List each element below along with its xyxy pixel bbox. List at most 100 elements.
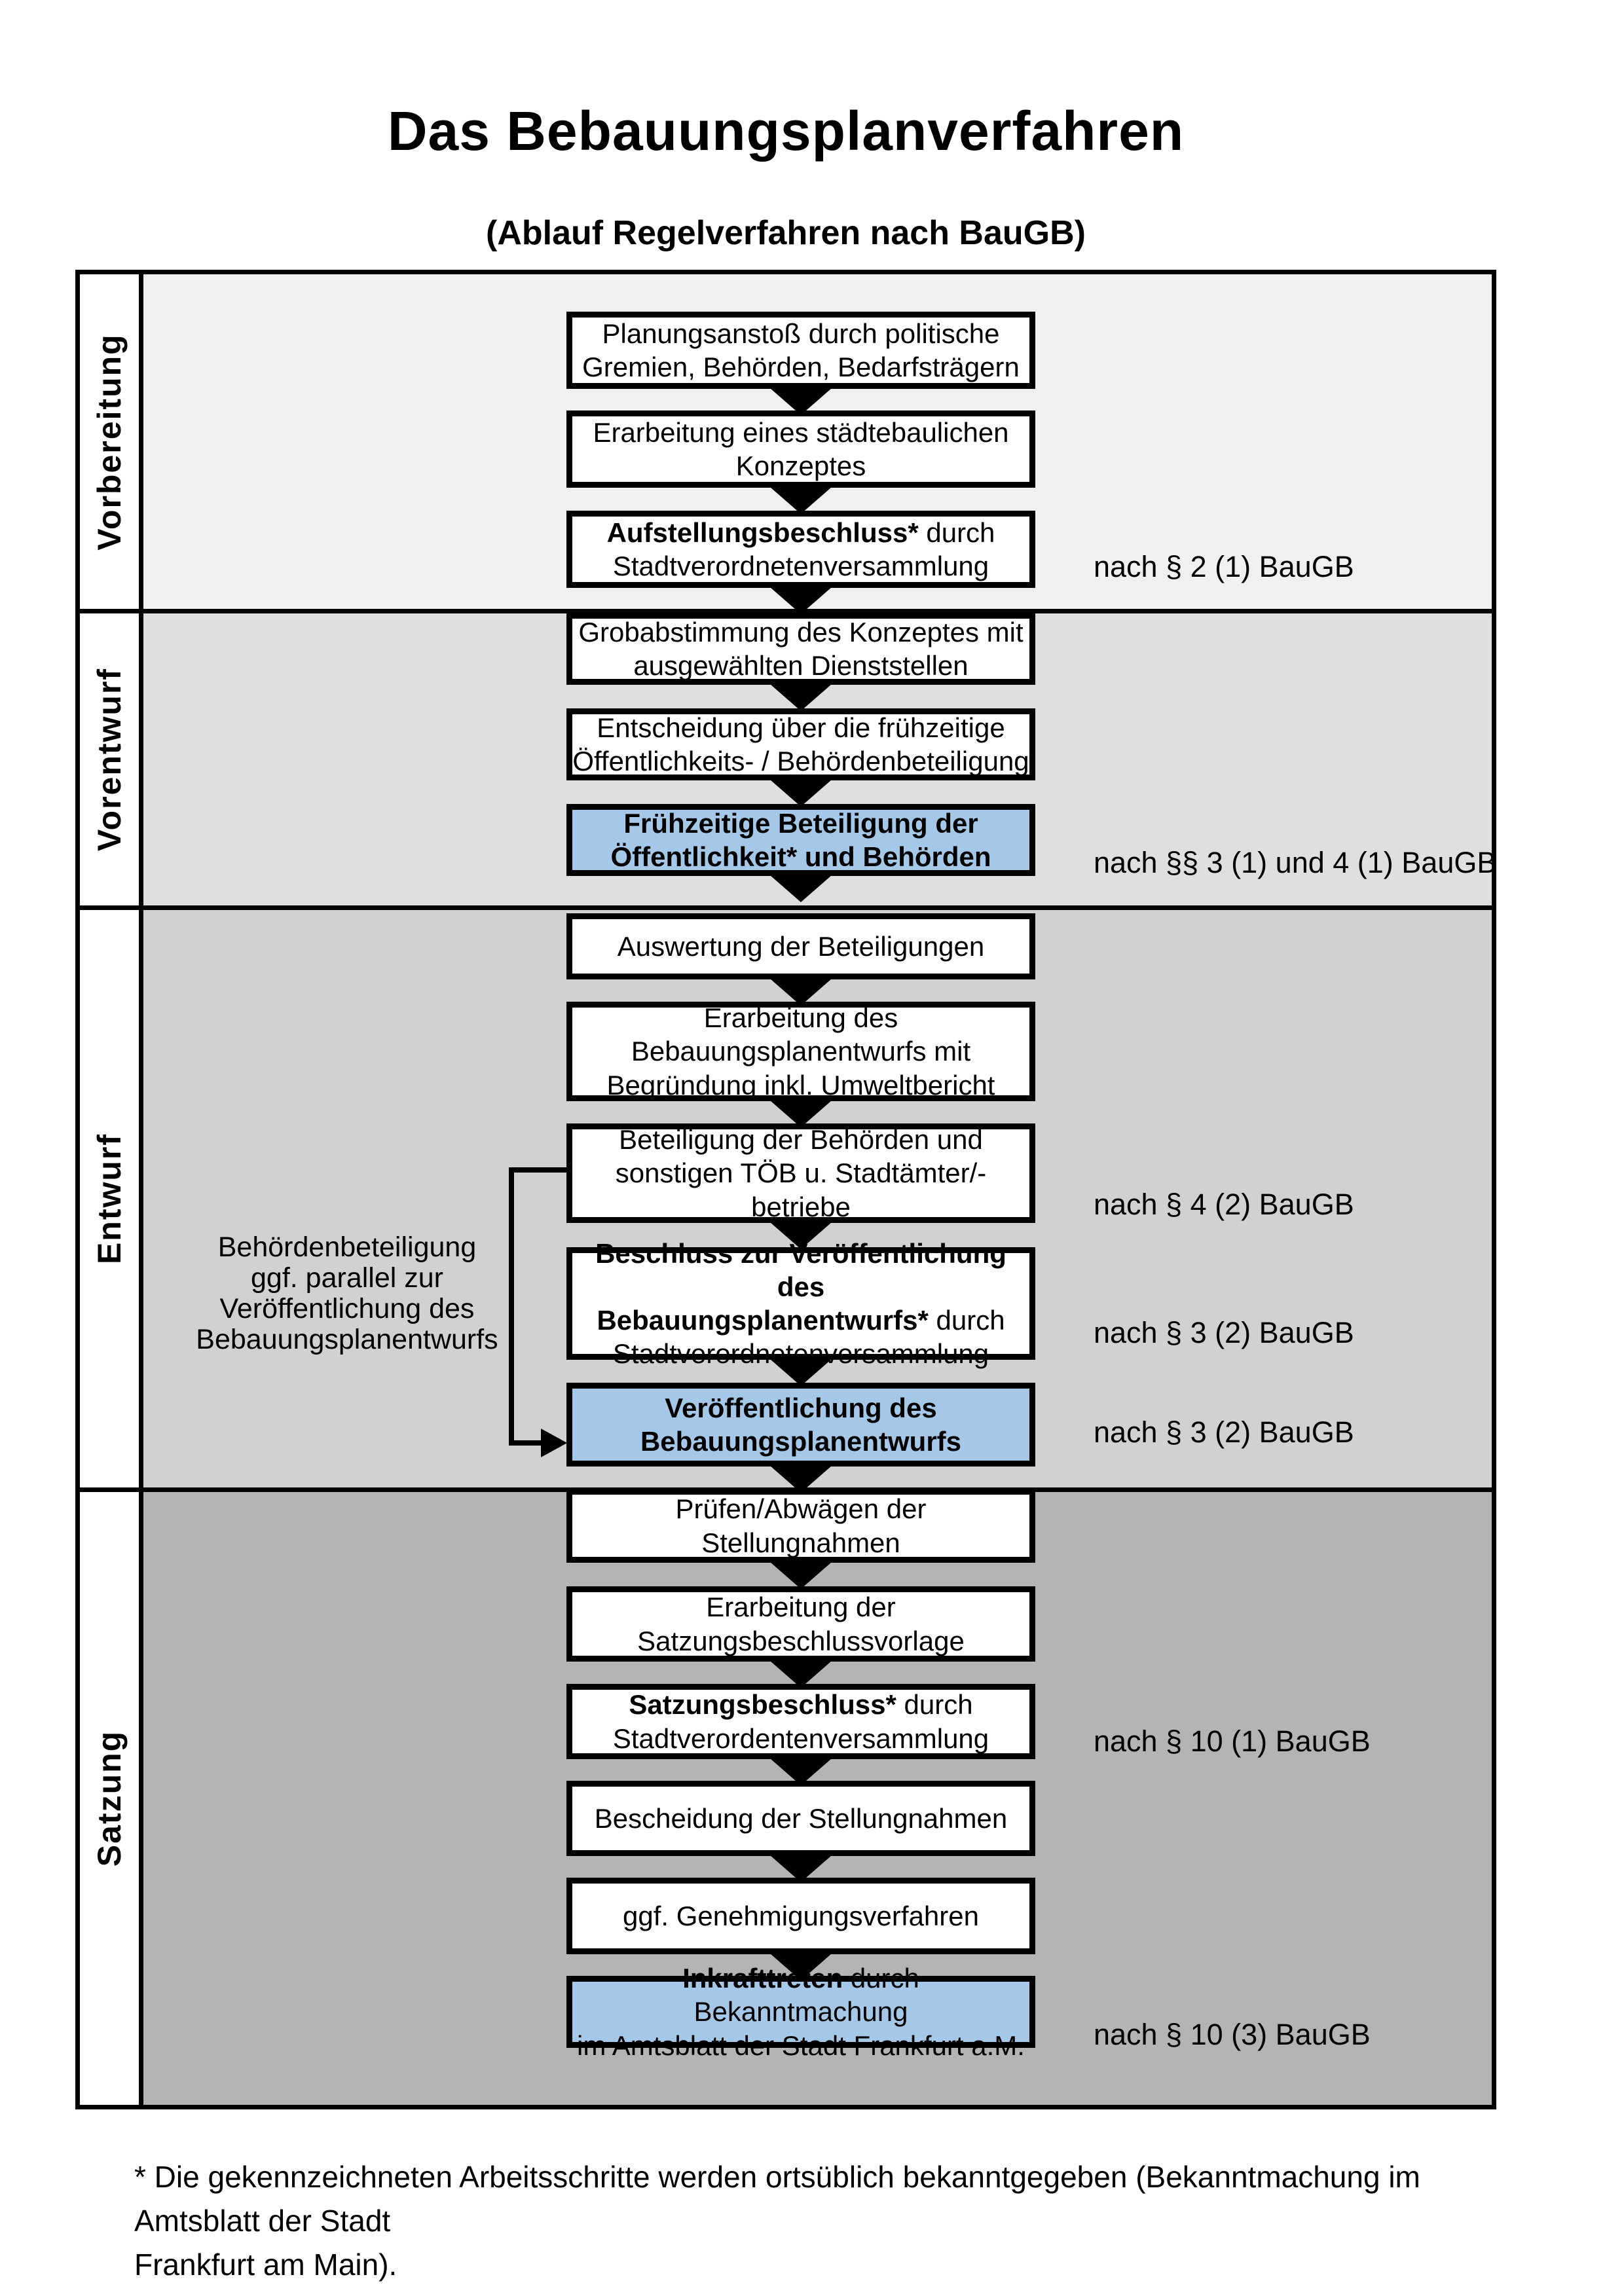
process-box-line: Bescheidung der Stellungnahmen xyxy=(572,1802,1029,1835)
process-box-line: Stadtverordnetenversammlung xyxy=(572,549,1029,583)
process-box-line: ausgewählten Dienststellen xyxy=(572,649,1029,682)
connector-arrowhead-icon xyxy=(541,1429,567,1457)
phase-label-cell-vorentwurf: Vorentwurf xyxy=(80,613,143,905)
process-box-text: Bescheidung der Stellungnahmen xyxy=(594,1802,1008,1834)
process-box-text: Begründung inkl. Umweltbericht xyxy=(606,1069,995,1101)
process-box-text: Stadtverordnetenversammlung xyxy=(612,551,989,581)
legal-reference-note-5: nach § 3 (2) BauGB xyxy=(1094,1415,1354,1449)
process-box-line: Entscheidung über die frühzeitige xyxy=(572,711,1029,744)
flow-arrow-down-icon xyxy=(765,583,837,614)
process-box-line: Veröffentlichung des xyxy=(572,1391,1029,1425)
connector-line-vertical xyxy=(509,1167,514,1446)
process-box-text: Konzeptes xyxy=(735,450,866,481)
process-box-text-bold: Satzungsbeschluss* xyxy=(629,1689,896,1721)
process-box-line: Beteiligung der Behörden und xyxy=(572,1123,1029,1156)
process-box-text: Öffentlichkeits- / Behördenbeteiligung xyxy=(572,746,1029,776)
process-box-text: ausgewählten Dienststellen xyxy=(633,650,969,681)
process-box-line: Bebauungsplanentwurfs xyxy=(572,1425,1029,1458)
process-box-line: Erarbeitung der xyxy=(572,1590,1029,1624)
process-box-text: Gremien, Behörden, Bedarfsträgern xyxy=(582,352,1020,382)
process-box-line: Beschluss zur Veröffentlichung des xyxy=(572,1237,1029,1303)
process-box-text: durch Bekanntmachung xyxy=(693,1963,919,2028)
process-box-text: durch xyxy=(928,1305,1005,1336)
process-box-text: Erarbeitung der xyxy=(706,1592,896,1623)
flow-arrow-down-icon xyxy=(765,1218,837,1249)
phase-label-vorbereitung: Vorbereitung xyxy=(91,333,128,551)
flow-arrow-down-icon xyxy=(765,1851,837,1882)
process-box-text: ggf. Genehmigungsverfahren xyxy=(622,1900,979,1931)
process-box-line: Prüfen/Abwägen der Stellungnahmen xyxy=(572,1492,1029,1559)
flow-arrow-down-icon xyxy=(765,1949,837,1980)
flow-arrow-down-icon xyxy=(765,1461,837,1493)
parallel-procedure-note-line: ggf. parallel zur xyxy=(251,1262,443,1294)
page-title: Das Bebauungsplanverfahren xyxy=(387,100,1185,162)
legal-reference-note-6: nach § 10 (1) BauGB xyxy=(1094,1724,1371,1758)
flow-arrow-down-icon xyxy=(765,1656,837,1688)
process-box-line: Gremien, Behörden, Bedarfsträgern xyxy=(572,350,1029,384)
process-box-line: Satzungsbeschluss* durch xyxy=(572,1688,1029,1721)
process-box-text: Bebauungsplanentwurfs mit xyxy=(631,1036,971,1067)
footnote-line: Frankfurt am Main). xyxy=(134,2248,397,2282)
footnote: * Die gekennzeichneten Arbeitsschritte w… xyxy=(134,2155,1529,2287)
flow-arrow-down-icon xyxy=(765,384,837,415)
phase-label-satzung: Satzung xyxy=(91,1730,128,1867)
process-box-line: Konzeptes xyxy=(572,449,1029,483)
process-box-text: Stadtverordentenversammlung xyxy=(612,1722,989,1754)
flow-arrow-down-icon xyxy=(765,974,837,1006)
legal-reference-note-4: nach § 3 (2) BauGB xyxy=(1094,1316,1354,1349)
process-box-line: Bebauungsplanentwurfs mit xyxy=(572,1034,1029,1068)
process-box-line: Frühzeitige Beteiligung der xyxy=(572,807,1029,840)
flow-arrow-down-icon xyxy=(765,483,837,514)
process-box-text: im Amtsblatt der Stadt Frankfurt a.M. xyxy=(577,2030,1025,2061)
flow-arrow-down-icon xyxy=(765,680,837,711)
process-box-text: Satzungsbeschlussvorlage xyxy=(637,1625,965,1656)
flow-arrow-down-icon xyxy=(765,871,837,902)
process-box-line: Erarbeitung des xyxy=(572,1001,1029,1034)
flow-arrow-down-icon xyxy=(765,1355,837,1386)
page-subtitle: (Ablauf Regelverfahren nach BauGB) xyxy=(486,214,1086,252)
process-box-line: Erarbeitung eines städtebaulichen xyxy=(572,416,1029,449)
phase-label-cell-entwurf: Entwurf xyxy=(80,910,143,1487)
process-box-15: Bescheidung der Stellungnahmen xyxy=(566,1781,1035,1856)
legal-reference-note-1: nach § 2 (1) BauGB xyxy=(1094,550,1354,583)
process-box-text-bold: Frühzeitige Beteiligung der xyxy=(623,807,978,839)
phase-label-vorentwurf: Vorentwurf xyxy=(91,667,128,852)
process-box-text-bold: Veröffentlichung des xyxy=(665,1392,937,1423)
process-box-text: Prüfen/Abwägen der Stellungnahmen xyxy=(675,1493,927,1558)
process-box-line: Stadtverordentenversammlung xyxy=(572,1722,1029,1755)
flow-arrow-down-icon xyxy=(765,1558,837,1589)
process-box-line: Aufstellungsbeschluss* durch xyxy=(572,516,1029,549)
process-box-text-bold: Öffentlichkeit* und Behörden xyxy=(610,841,991,872)
process-box-line: Öffentlichkeits- / Behördenbeteiligung xyxy=(572,744,1029,778)
process-box-text-bold: Bebauungsplanentwurfs* xyxy=(597,1305,929,1336)
process-box-line: Satzungsbeschlussvorlage xyxy=(572,1624,1029,1658)
process-box-line: Bebauungsplanentwurfs* durch xyxy=(572,1303,1029,1337)
process-box-text: sonstigen TÖB u. Stadtämter/-betriebe xyxy=(615,1157,987,1222)
legal-reference-note-7: nach § 10 (3) BauGB xyxy=(1094,2018,1371,2051)
phase-label-cell-satzung: Satzung xyxy=(80,1492,143,2105)
connector-line-top xyxy=(509,1167,569,1173)
process-box-7: Auswertung der Beteiligungen xyxy=(566,913,1035,979)
diagram-frame xyxy=(75,270,1496,2109)
process-box-12: Prüfen/Abwägen der Stellungnahmen xyxy=(566,1489,1035,1563)
process-box-text: Grobabstimmung des Konzeptes mit xyxy=(578,616,1024,647)
process-box-text-bold: Beschluss zur Veröffentlichung des xyxy=(595,1237,1006,1302)
phase-label-entwurf: Entwurf xyxy=(91,1133,128,1265)
phase-label-cell-vorbereitung: Vorbereitung xyxy=(80,274,143,609)
legal-reference-note-2: nach §§ 3 (1) und 4 (1) BauGB xyxy=(1094,846,1497,879)
process-box-line: im Amtsblatt der Stadt Frankfurt a.M. xyxy=(572,2029,1029,2062)
footnote-line: * Die gekennzeichneten Arbeitsschritte w… xyxy=(134,2160,1420,2238)
parallel-procedure-note-line: Behördenbeteiligung xyxy=(217,1231,477,1263)
